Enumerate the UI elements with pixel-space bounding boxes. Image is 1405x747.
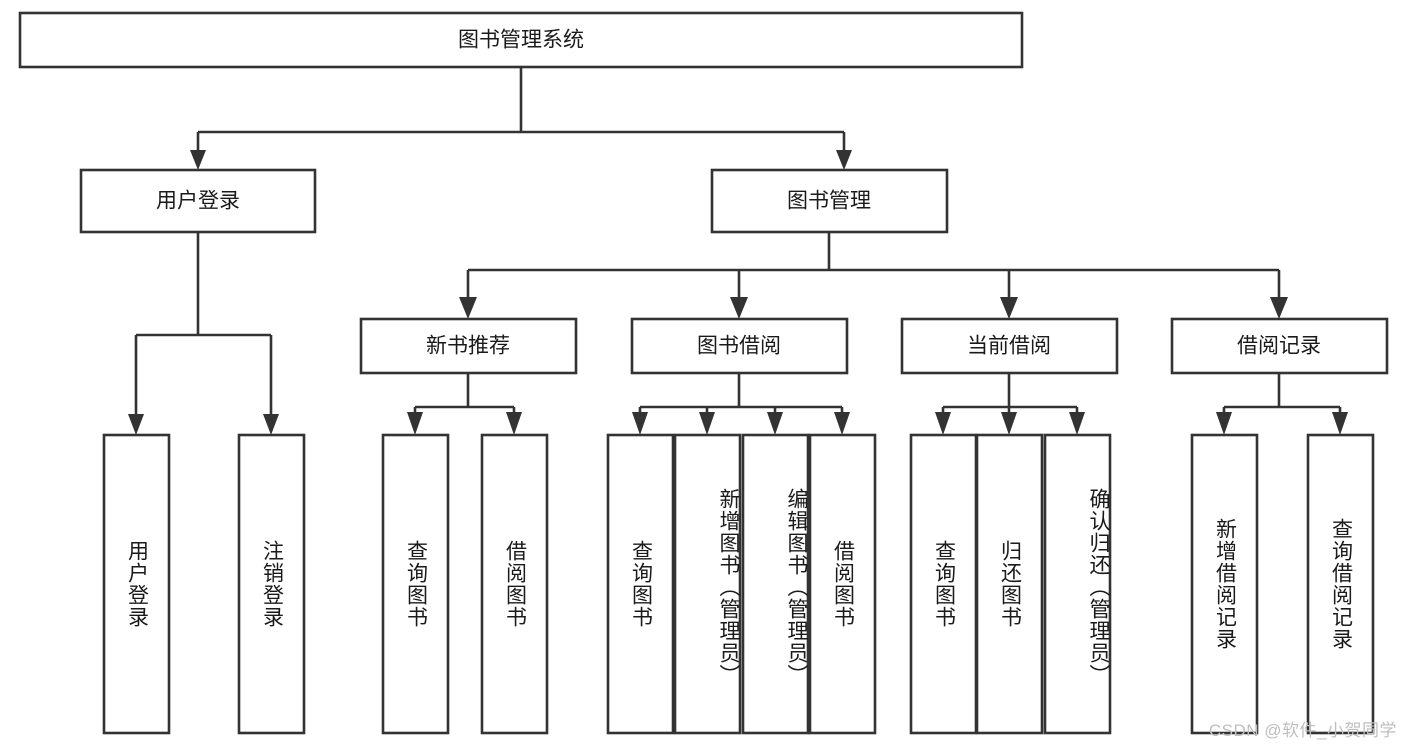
node-current-borrow[interactable]: 当前借阅 [900, 317, 1119, 375]
node-leaf-current-borrow-3[interactable] [1043, 433, 1112, 735]
node-leaf-book-borrow-1[interactable] [606, 433, 675, 735]
node-leaf-book-borrow-4[interactable] [808, 433, 877, 735]
node-leaf-new-book-1[interactable] [381, 433, 450, 735]
csdn-watermark: CSDN @软件_小贺同学 [1208, 721, 1397, 740]
connector-bookborrow-to-leaves [632, 373, 850, 435]
node-leaf-borrow-record-2[interactable] [1306, 433, 1375, 735]
node-root-label: 图书管理系统 [458, 29, 584, 52]
connector-bookmgmt-to-level3 [459, 232, 1288, 319]
connector-userlogin-to-leaves [128, 232, 279, 435]
node-leaf-book-borrow-2[interactable] [673, 433, 742, 735]
connector-currentborrow-to-leaves [935, 373, 1085, 435]
node-leaf-borrow-record-1[interactable] [1190, 433, 1259, 735]
node-user-login[interactable]: 用户登录 [79, 168, 317, 234]
connector-borrowrecord-to-leaves [1216, 373, 1348, 435]
node-book-borrow-label: 图书借阅 [697, 335, 781, 358]
node-leaf-book-borrow-3[interactable] [741, 433, 810, 735]
node-borrow-record[interactable]: 借阅记录 [1170, 317, 1389, 375]
node-new-book-recommend-label: 新书推荐 [426, 335, 510, 358]
node-leaf-user-login-2[interactable] [237, 433, 306, 735]
node-borrow-record-label: 借阅记录 [1237, 335, 1321, 358]
node-leaf-current-borrow-2[interactable] [975, 433, 1044, 735]
connector-root-to-level2 [190, 67, 852, 170]
node-current-borrow-label: 当前借阅 [967, 335, 1051, 358]
node-leaf-new-book-2[interactable] [480, 433, 549, 735]
node-leaf-current-borrow-1[interactable] [909, 433, 978, 735]
node-book-management[interactable]: 图书管理 [710, 168, 949, 234]
node-root-library-system[interactable]: 图书管理系统 [18, 11, 1024, 69]
node-book-management-label: 图书管理 [787, 190, 871, 213]
node-new-book-recommend[interactable]: 新书推荐 [359, 317, 578, 375]
node-leaf-user-login-1[interactable] [102, 433, 171, 735]
connector-newbook-to-leaves [407, 373, 522, 435]
node-user-login-label: 用户登录 [156, 190, 240, 213]
node-book-borrow[interactable]: 图书借阅 [630, 317, 849, 375]
